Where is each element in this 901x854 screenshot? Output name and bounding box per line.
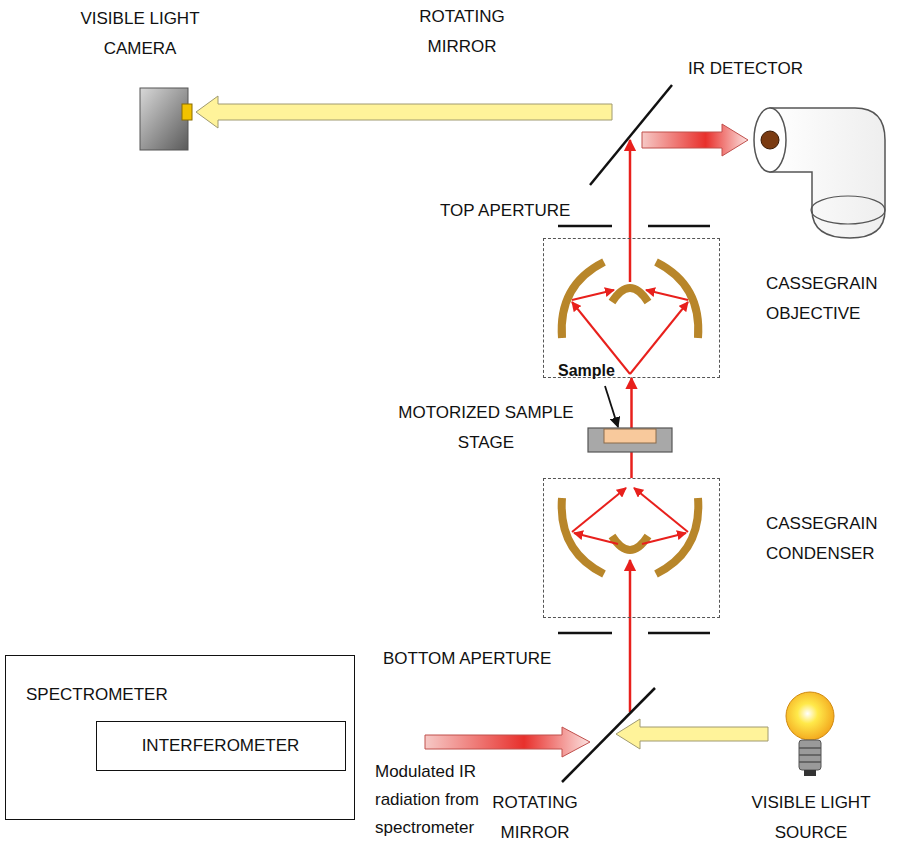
detector-window (761, 131, 779, 149)
detector-face (754, 108, 786, 172)
visible-beam-arrow (196, 96, 612, 128)
ir-detector (754, 108, 885, 238)
part-label: BOTTOM APERTURE (383, 644, 583, 674)
part-label: MOTORIZED SAMPLE STAGE (396, 398, 576, 458)
part-label: VISIBLE LIGHT SOURCE (727, 788, 895, 848)
camera-lens (182, 104, 192, 120)
primary-mirror (562, 262, 604, 338)
ray (642, 533, 686, 544)
aperture-blade (648, 225, 710, 228)
box-label: SPECTROMETER (26, 680, 168, 710)
part-label: Modulated IR radiation from spectrometer (375, 758, 505, 842)
detector-rim (811, 196, 885, 224)
ray (630, 302, 688, 374)
objective-housing: CASSEGRAIN CONDENSER (543, 478, 720, 618)
box-label: INTERFEROMETER (142, 731, 300, 761)
primary-mirror (656, 262, 698, 338)
bulb-glass (786, 692, 834, 740)
part-label: TOP APERTURE (440, 196, 615, 226)
objective-housing: CASSEGRAIN OBJECTIVE (543, 238, 720, 378)
aperture-blade (558, 225, 612, 228)
sample-stage (588, 428, 672, 452)
secondary-mirror (612, 288, 648, 302)
ray (646, 290, 688, 300)
light-bulb (786, 692, 834, 776)
part-label: Sample (558, 360, 628, 382)
sample (604, 429, 656, 443)
component-label: CASSEGRAIN OBJECTIVE (766, 269, 894, 329)
base-thread (799, 754, 821, 756)
component-label: CASSEGRAIN CONDENSER (766, 509, 894, 569)
ir-beam-arrow (425, 727, 590, 757)
bulb-contact (804, 770, 816, 776)
objective-optics (562, 262, 699, 374)
component-box: INTERFEROMETER (96, 721, 346, 771)
base-thread (799, 747, 821, 749)
ray (572, 488, 626, 532)
ray (574, 533, 618, 544)
ray (634, 488, 688, 532)
part-label: ROTATING MIRROR (392, 2, 532, 62)
detector-housing (770, 108, 885, 238)
ir-beam (629, 560, 632, 712)
component-box: SPECTROMETER INTERFEROMETER (5, 655, 355, 820)
ir-beam-arrow (642, 124, 748, 156)
part-label: IR DETECTOR (688, 54, 858, 84)
ir-beam (629, 140, 632, 282)
camera-body (140, 88, 188, 150)
base-thread (799, 761, 821, 763)
aperture-blade (558, 632, 612, 635)
aperture-blade (648, 632, 710, 635)
leader-line (605, 386, 618, 427)
part-label: VISIBLE LIGHT CAMERA (45, 4, 235, 64)
part-label: ROTATING MIRROR (465, 788, 605, 848)
visible-beam-arrow (616, 719, 768, 749)
ray (572, 290, 614, 300)
bulb-base (799, 740, 821, 770)
